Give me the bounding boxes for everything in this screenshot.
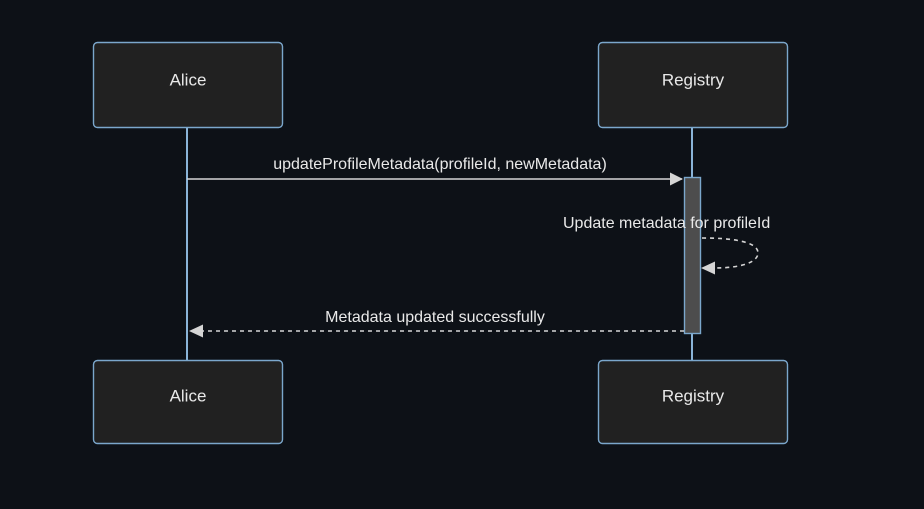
actor-label-registry-top: Registry: [662, 70, 725, 89]
message-update-profile-metadata: updateProfileMetadata(profileId, newMeta…: [187, 156, 683, 186]
actor-box-registry-top[interactable]: Registry: [597, 41, 789, 129]
actor-box-rect-registry-top[interactable]: [597, 41, 789, 129]
message-update-metadata-self-loop: Update metadata for profileId: [563, 215, 770, 275]
message-label-metadata-updated-successfully: Metadata updated successfully: [325, 309, 545, 326]
actor-label-alice-bottom: Alice: [170, 386, 207, 405]
message-metadata-updated-successfully: Metadata updated successfully: [189, 309, 684, 338]
actor-box-registry-bottom[interactable]: Registry: [597, 359, 789, 445]
arrowhead-right-update-profile-metadata: [670, 172, 683, 186]
actor-box-rect-registry-bottom[interactable]: [597, 359, 789, 445]
arrowhead-left-metadata-updated-successfully: [189, 324, 203, 338]
actor-box-alice-bottom[interactable]: Alice: [92, 359, 284, 445]
actor-label-alice-top: Alice: [170, 70, 207, 89]
activation-layer: [683, 176, 702, 335]
actor-label-registry-bottom: Registry: [662, 386, 725, 405]
arrowhead-left-self-loop: [701, 261, 715, 275]
message-label-update-metadata-for-profileid: Update metadata for profileId: [563, 215, 770, 232]
message-label-update-profile-metadata: updateProfileMetadata(profileId, newMeta…: [273, 156, 607, 173]
actor-box-rect-alice-top[interactable]: [92, 41, 284, 129]
actor-box-alice-top[interactable]: Alice: [92, 41, 284, 129]
activation-bar-registry: [683, 176, 702, 335]
actor-box-rect-alice-bottom[interactable]: [92, 359, 284, 445]
message-line-self-loop: [701, 237, 759, 269]
